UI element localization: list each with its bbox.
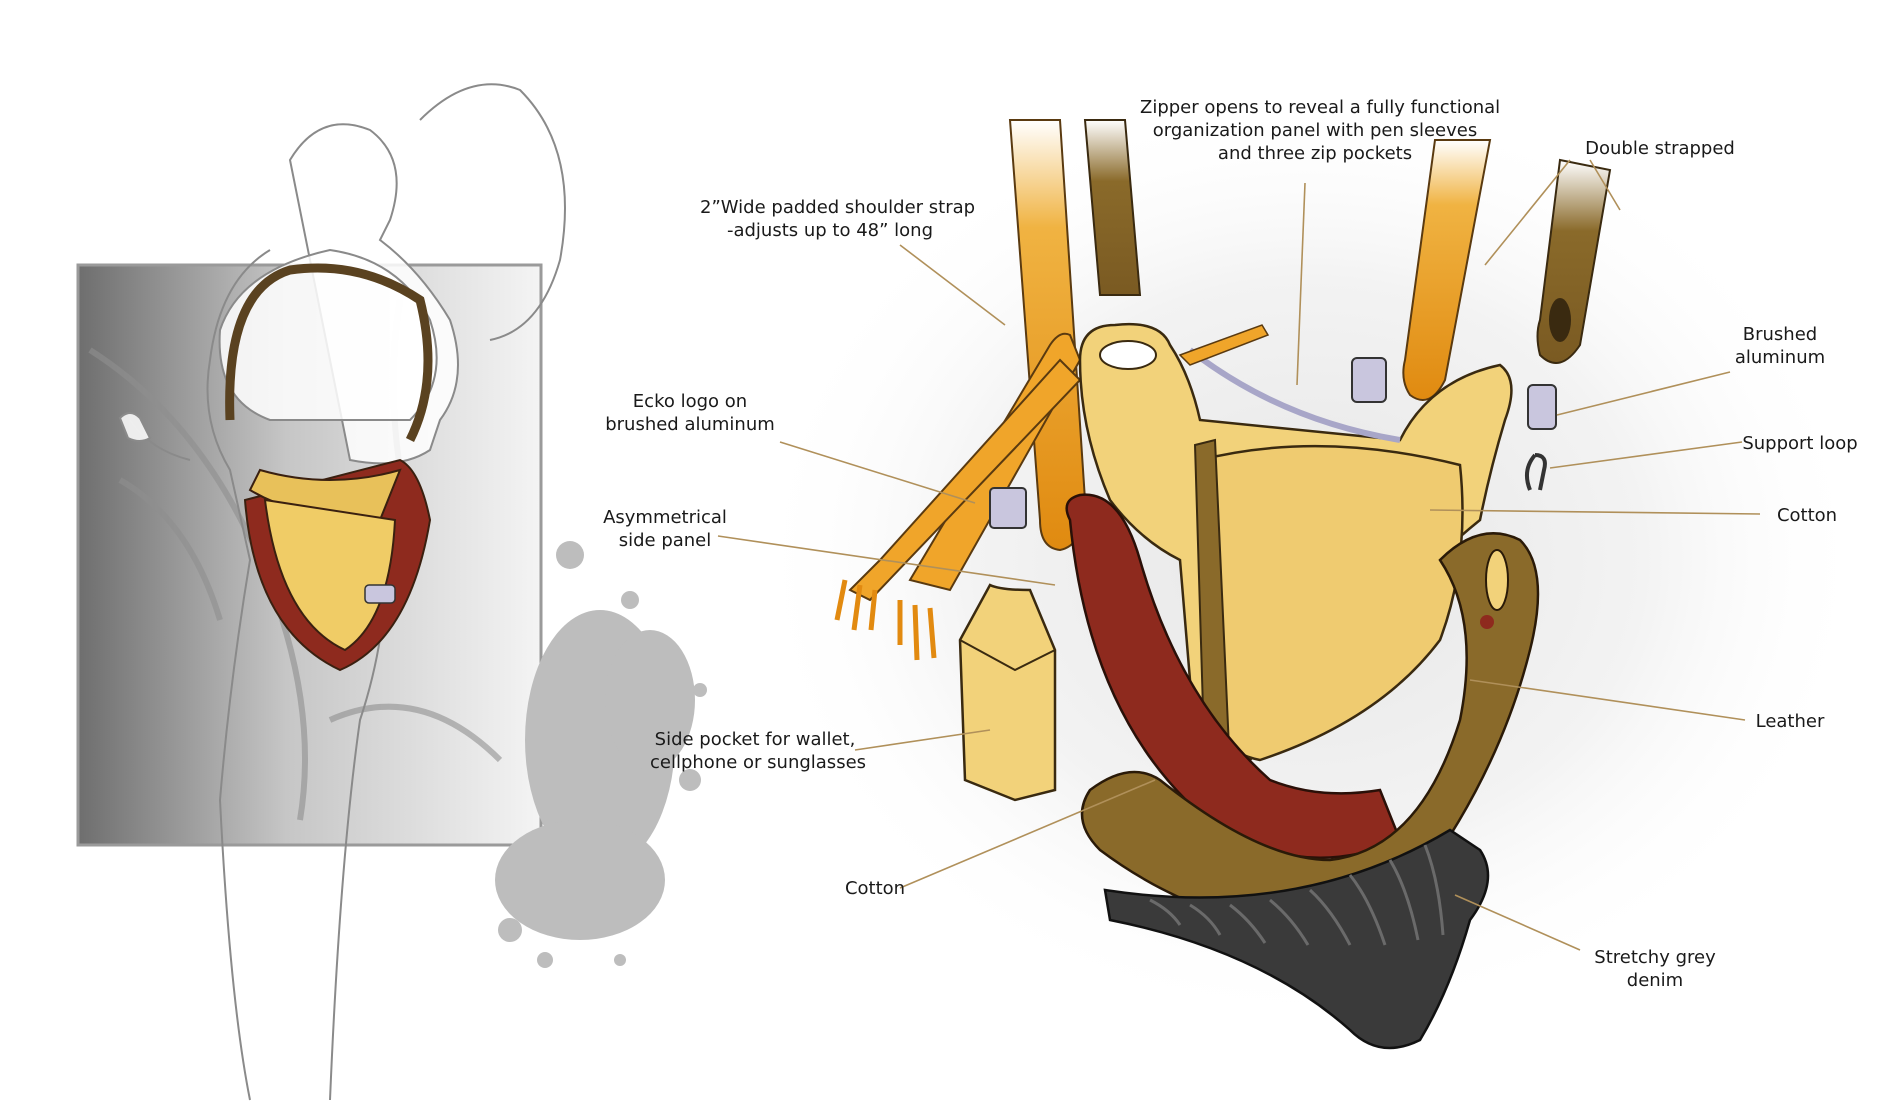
handle-slot (1100, 341, 1156, 369)
label-zipper: Zipper opens to reveal a fully functiona… (1140, 96, 1490, 165)
label-ecko-logo: Ecko logo on brushed aluminum (600, 390, 780, 436)
label-shoulder-strap: 2”Wide padded shoulder strap -adjusts up… (700, 196, 960, 242)
side-pocket (960, 585, 1055, 800)
label-support-loop: Support loop (1735, 432, 1865, 455)
aluminum-plaque-right (1528, 385, 1556, 429)
aluminum-plaque-top (1352, 358, 1386, 402)
label-denim: Stretchy grey denim (1585, 946, 1725, 992)
label-leather: Leather (1745, 710, 1835, 733)
frame-slot (1486, 550, 1508, 610)
label-asymmetrical: Asymmetrical side panel (595, 506, 735, 552)
rivet (1480, 615, 1494, 629)
label-cotton-right: Cotton (1762, 504, 1852, 527)
label-side-pocket: Side pocket for wallet, cellphone or sun… (650, 728, 860, 774)
label-brushed-aluminum: Brushed aluminum (1720, 323, 1840, 369)
figure-sketch (78, 84, 707, 1100)
strap-slot (1549, 298, 1571, 342)
ecko-logo-plaque (990, 488, 1026, 528)
label-cotton-bottom: Cotton (830, 877, 920, 900)
label-double-strapped: Double strapped (1580, 137, 1740, 160)
